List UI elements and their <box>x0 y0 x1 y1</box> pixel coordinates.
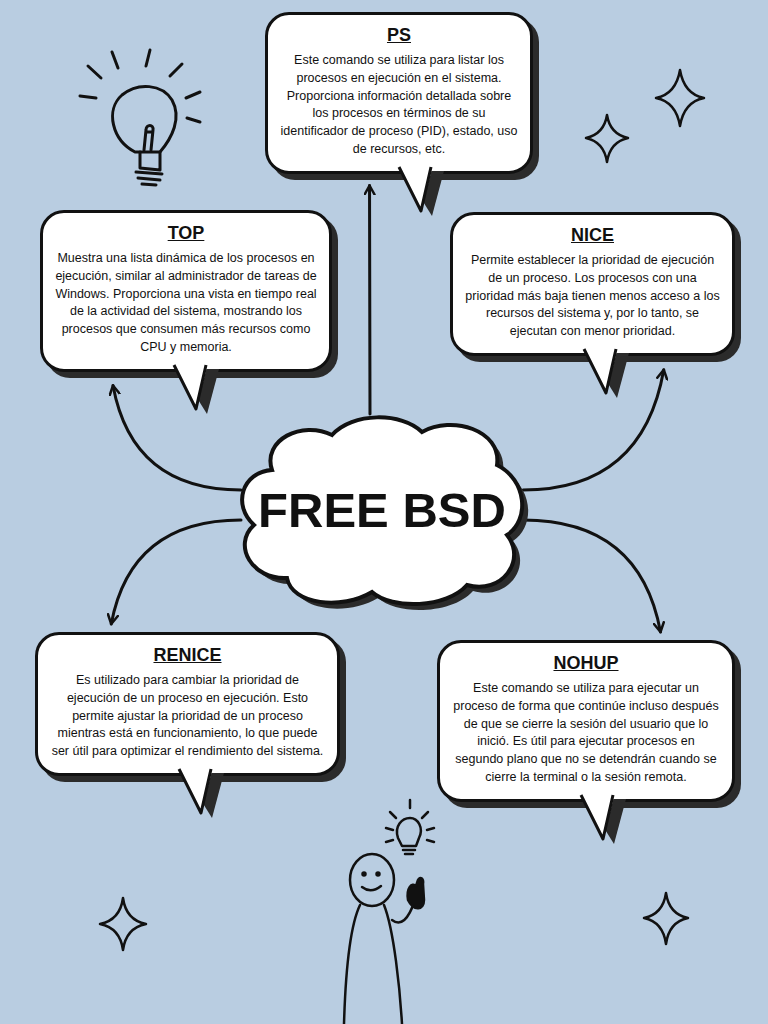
sparkle-icons <box>100 70 704 950</box>
command-bubble: RENICE Es utilizado para cambiar la prior… <box>35 632 340 776</box>
bubble-tail <box>393 165 443 217</box>
node-title: NICE <box>465 225 720 246</box>
lightbulb-icon <box>80 50 200 185</box>
node-title: RENICE <box>50 645 325 666</box>
node-title: NOHUP <box>452 653 720 674</box>
curved-arrow <box>368 186 371 415</box>
command-bubble: PS Este comando se utiliza para listar lo… <box>265 12 533 174</box>
central-cloud: FREE BSD <box>232 410 532 610</box>
curved-arrow <box>111 520 241 624</box>
node-title: FREE BSD <box>232 482 532 538</box>
command-bubble: NOHUP Este comando se utiliza para ejecut… <box>437 640 735 802</box>
curved-arrow <box>113 386 241 491</box>
node-description: Este comando se utiliza para ejecutar un… <box>452 680 720 787</box>
command-bubble: TOP Muestra una lista dinámica de los pro… <box>40 210 332 372</box>
bubble-tail <box>578 347 628 399</box>
bubble-tail <box>173 767 223 819</box>
node-title: PS <box>280 25 518 46</box>
bubble-tail <box>575 793 625 845</box>
curved-arrow <box>523 520 661 632</box>
node-description: Este comando se utiliza para listar los … <box>280 52 518 159</box>
bubble-tail <box>168 363 218 415</box>
stick-figure <box>344 800 434 1024</box>
node-description: Permite establecer la prioridad de ejecu… <box>465 252 720 341</box>
node-description: Es utilizado para cambiar la prioridad d… <box>50 672 325 761</box>
command-bubble: NICE Permite establecer la prioridad de e… <box>450 212 735 356</box>
node-title: TOP <box>55 223 317 244</box>
node-description: Muestra una lista dinámica de los proces… <box>55 250 317 357</box>
curved-arrow <box>523 370 664 490</box>
